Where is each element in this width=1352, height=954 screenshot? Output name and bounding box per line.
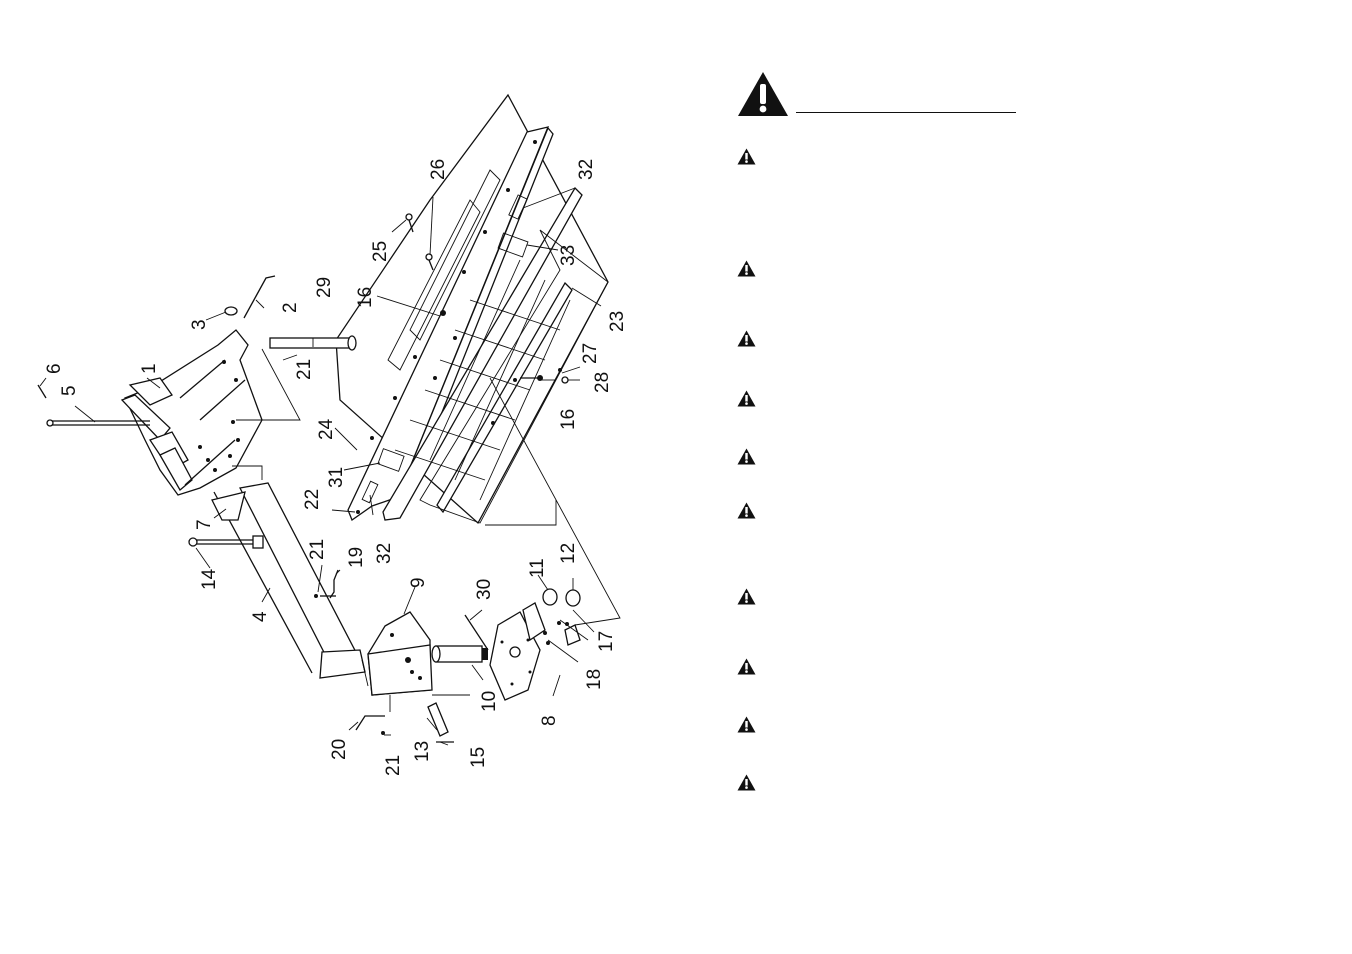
warning-triangle-icon	[737, 588, 756, 605]
pin-29	[269, 337, 353, 349]
warning-item-1	[737, 148, 756, 170]
warning-triangle-icon	[737, 448, 756, 465]
callout-23: 23	[607, 311, 628, 332]
swivel-assembly	[355, 588, 581, 743]
warning-triangle-icon	[737, 330, 756, 347]
callout-13: 13	[412, 741, 433, 762]
callout-30: 30	[474, 579, 495, 600]
callout-24: 24	[316, 418, 337, 440]
callout-19: 19	[346, 547, 367, 568]
warning-triangle-icon	[737, 774, 756, 791]
callout-8: 8	[539, 715, 560, 726]
callout-18: 18	[584, 669, 605, 690]
warning-item-2	[737, 260, 756, 282]
callout-6: 6	[44, 363, 65, 374]
callout-31: 31	[326, 467, 347, 488]
a-frame-hitch	[37, 275, 357, 496]
callout-32-top: 32	[576, 159, 597, 180]
callout-20: 20	[329, 739, 350, 760]
callout-17: 17	[596, 631, 617, 652]
warning-item-8	[737, 658, 756, 680]
blade-assembly	[335, 93, 621, 626]
warning-triangle-icon	[737, 658, 756, 675]
callout-21-frame: 21	[294, 359, 315, 380]
callout-12: 12	[558, 543, 579, 564]
callout-26: 26	[428, 159, 449, 180]
callout-3: 3	[189, 319, 210, 330]
decal-32-bottom	[361, 480, 379, 504]
decal-32-top	[508, 194, 528, 220]
callout-1: 1	[139, 363, 160, 374]
callout-22: 22	[302, 489, 323, 510]
callout-11: 11	[527, 558, 548, 578]
leader-lines	[39, 187, 602, 746]
callout-2: 2	[280, 302, 301, 313]
safety-warnings-panel	[730, 60, 1060, 820]
callout-labels: 1 2 3 4 5 6 7 8 9 10 11 12 13 14 15 16 1…	[44, 159, 628, 776]
warning-triangle-icon	[737, 716, 756, 733]
callout-27: 27	[580, 343, 601, 364]
callout-9: 9	[408, 577, 429, 588]
warning-item-7	[737, 588, 756, 610]
callout-5: 5	[59, 385, 80, 396]
moldboard	[347, 126, 550, 522]
callout-21-beam: 21	[307, 539, 328, 560]
callout-21-swivel: 21	[383, 755, 404, 776]
callout-33: 33	[558, 245, 579, 266]
warning-triangle-icon	[737, 260, 756, 277]
warning-triangle-icon	[737, 502, 756, 519]
warning-item-9	[737, 716, 756, 738]
main-beam-4	[188, 482, 366, 679]
callout-32-bottom: 32	[374, 543, 395, 564]
warning-item-5	[737, 448, 756, 470]
callout-28: 28	[592, 372, 613, 393]
callout-7: 7	[194, 519, 215, 530]
warning-item-10	[737, 774, 756, 796]
callout-4: 4	[250, 611, 271, 622]
large-warning-triangle-icon	[736, 70, 790, 123]
callout-25: 25	[370, 241, 391, 262]
safety-header-rule	[796, 112, 1016, 113]
cutting-edge-23	[436, 281, 573, 514]
warning-item-6	[737, 502, 756, 524]
decal-31	[377, 448, 405, 472]
callout-29: 29	[314, 277, 335, 298]
callout-16-bottom: 16	[558, 409, 579, 430]
grid-panel	[419, 229, 609, 524]
warning-item-3	[737, 330, 756, 352]
callout-15: 15	[468, 747, 489, 768]
warning-item-4	[737, 390, 756, 412]
warning-triangle-icon	[737, 390, 756, 407]
warning-triangle-icon	[737, 148, 756, 165]
callout-16-top: 16	[355, 287, 376, 308]
decal-33	[497, 232, 529, 258]
callout-14: 14	[199, 568, 220, 590]
callout-10: 10	[479, 691, 500, 712]
cutting-edge-22	[382, 186, 583, 521]
